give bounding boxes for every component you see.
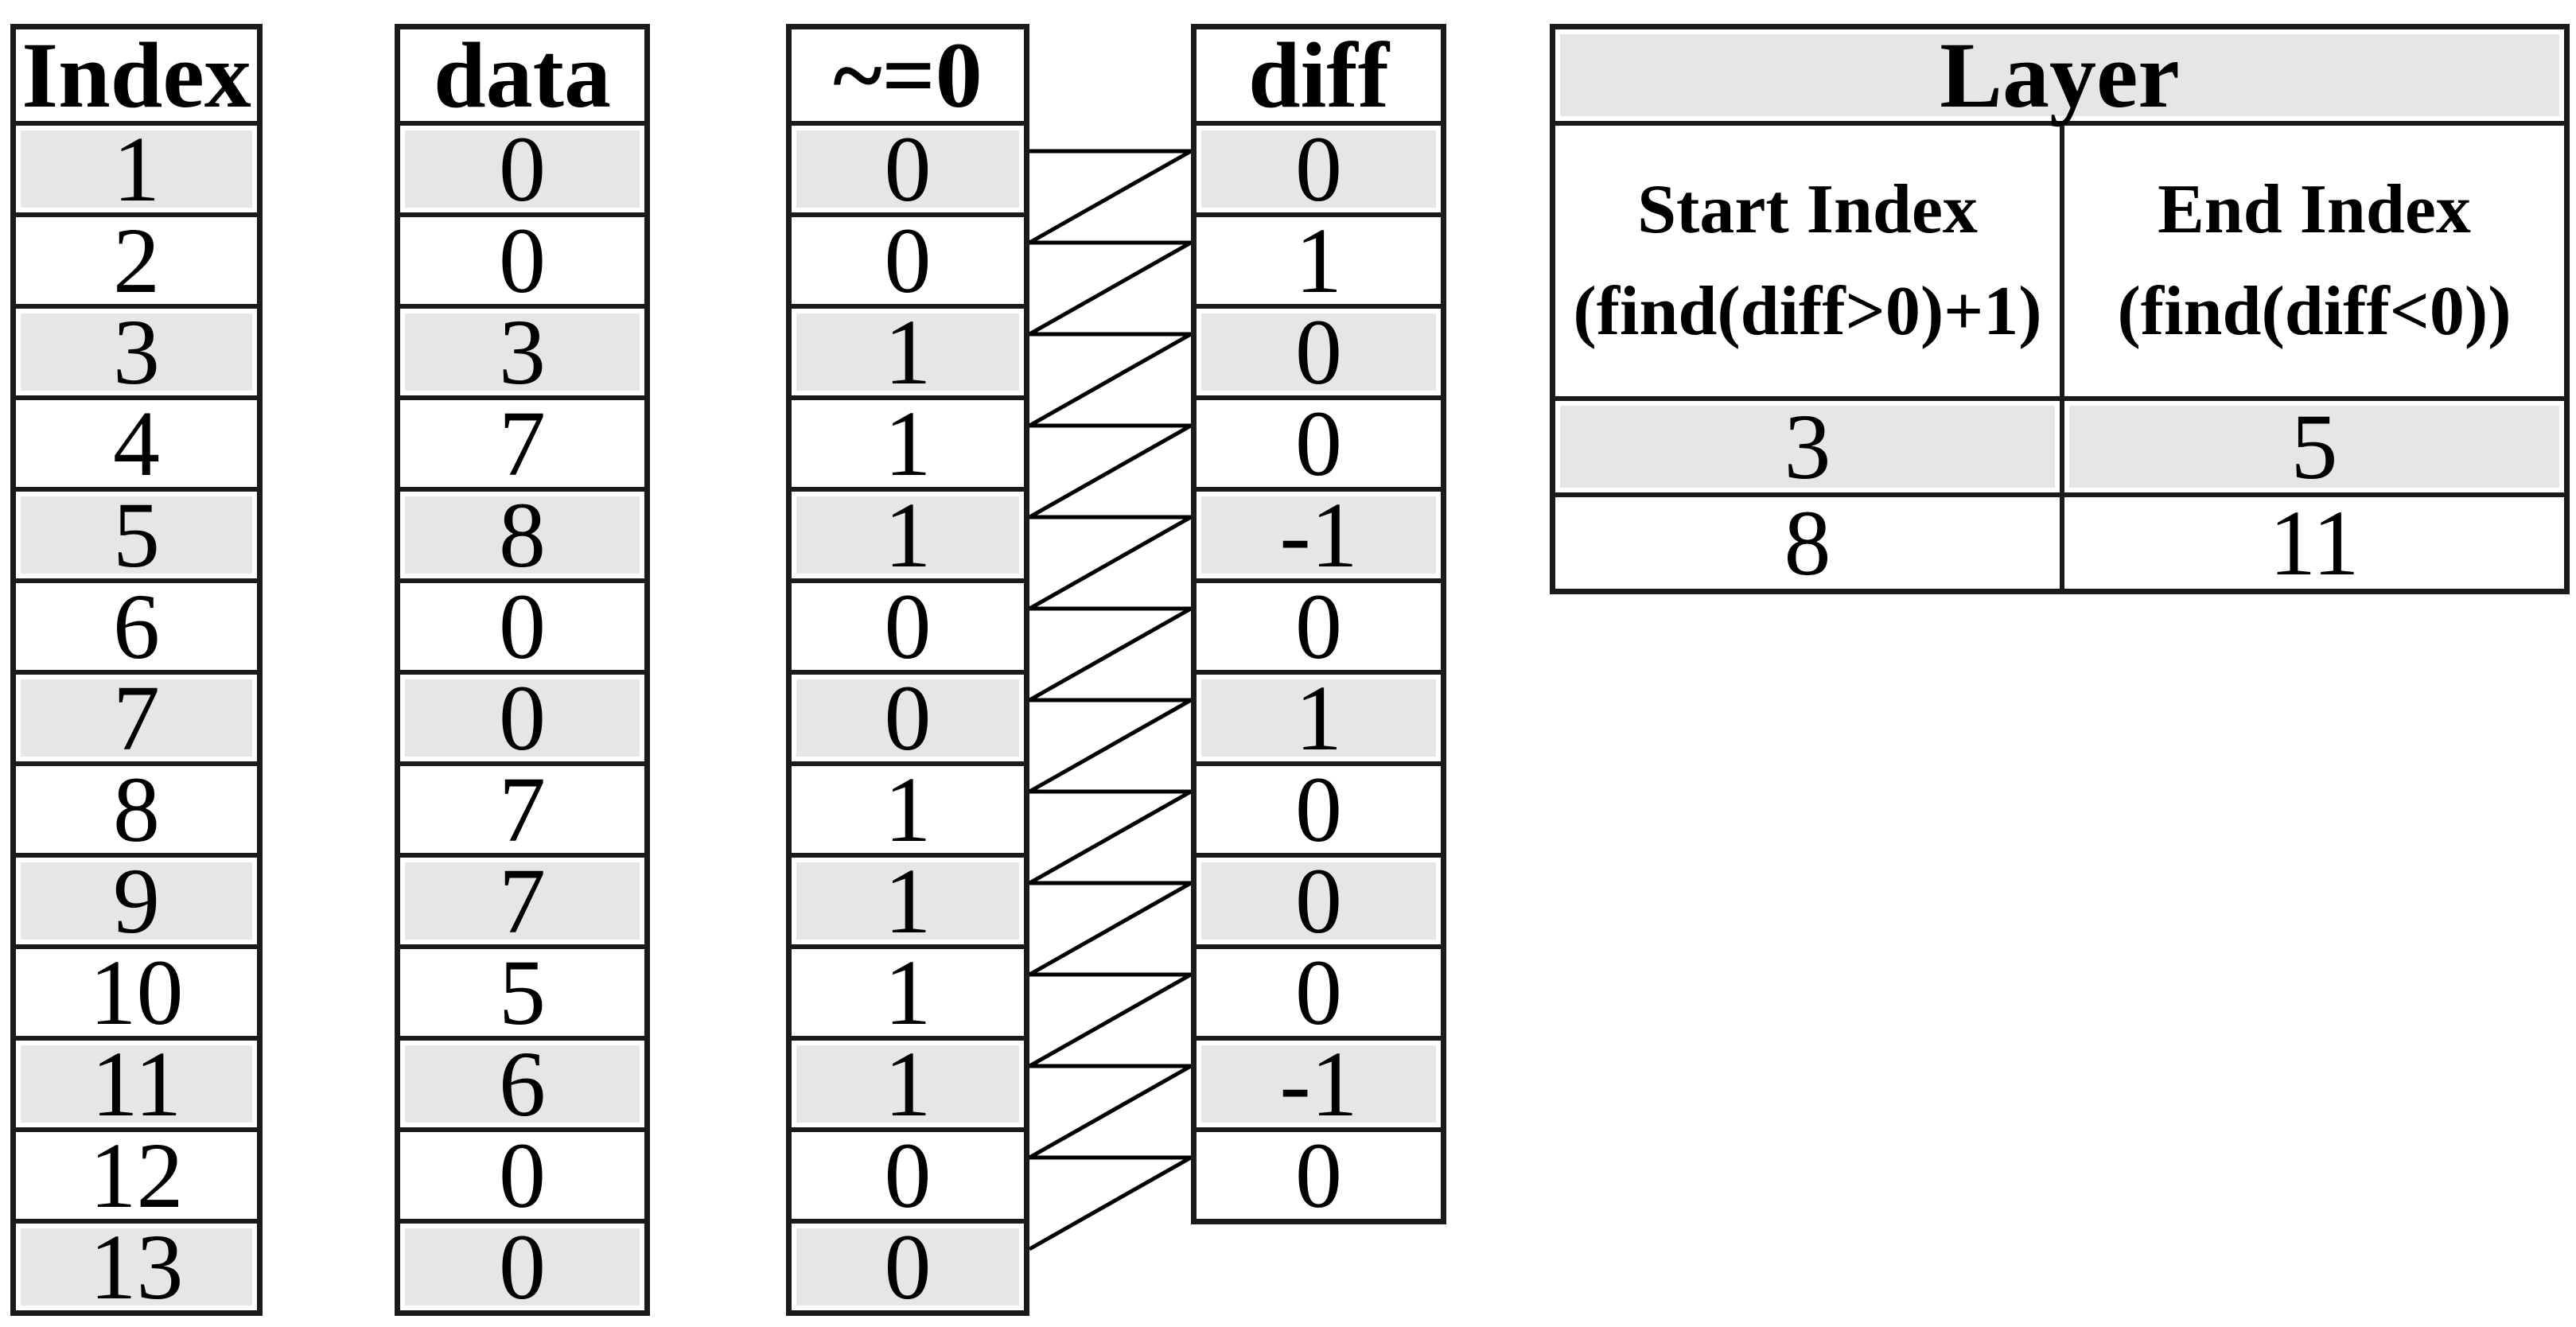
diff-table-rows: 0 1 0 0 -1 0 1 0 0 0 -1 0 [1197, 121, 1441, 1222]
layer-row: 8 11 [1555, 490, 2564, 595]
data-table: data 0 0 3 7 8 0 0 7 7 5 [395, 24, 650, 1316]
diff-cell: 0 [1197, 578, 1441, 673]
data-cell: 0 [400, 1127, 644, 1222]
index-table: Index 1 2 3 4 5 6 7 8 9 10 [10, 24, 263, 1316]
layer-table-column-headers: Start Index (find(diff>0)+1) End Index (… [1555, 121, 2564, 396]
not-equal-zero-cell: 0 [792, 1127, 1024, 1222]
not-equal-zero-cell: 0 [792, 578, 1024, 673]
layer-table-rows: 3 5 8 11 [1555, 396, 2564, 595]
index-cell: 11 [16, 1036, 257, 1130]
not-equal-zero-table-rows: 0 0 1 1 1 0 0 1 1 1 1 0 [792, 121, 1024, 1313]
diff-cell: 0 [1197, 853, 1441, 948]
layer-col-header-end-formula: (find(diff<0)) [2117, 273, 2512, 350]
not-equal-zero-table: ~=0 0 0 1 1 1 0 0 1 1 1 1 [786, 24, 1029, 1316]
diff-cell: 0 [1197, 304, 1441, 399]
not-equal-zero-cell: 1 [792, 1036, 1024, 1130]
data-cell: 0 [400, 121, 644, 216]
layer-table-title: Layer [1555, 28, 2564, 122]
layer-col-header-start-formula: (find(diff>0)+1) [1573, 273, 2042, 350]
data-table-rows: 0 0 3 7 8 0 0 7 7 5 6 0 [400, 121, 644, 1313]
layer-col-header-start-index: Start Index (find(diff>0)+1) [1555, 126, 2060, 396]
diff-table: diff 0 1 0 0 -1 0 1 0 0 0 [1191, 24, 1446, 1224]
diff-cell: 0 [1197, 1127, 1441, 1222]
data-cell: 6 [400, 1036, 644, 1130]
diff-table-header: diff [1248, 22, 1389, 127]
not-equal-zero-cell: 1 [792, 761, 1024, 856]
index-cell: 10 [16, 944, 257, 1039]
not-equal-zero-cell: 1 [792, 853, 1024, 948]
data-cell: 0 [400, 1219, 644, 1313]
not-equal-zero-cell: 0 [792, 1219, 1024, 1313]
not-equal-zero-cell: 0 [792, 670, 1024, 765]
layer-cell-start-index: 8 [1784, 490, 1831, 595]
data-cell: 7 [400, 761, 644, 856]
layer-col-header-end-title: End Index [2158, 171, 2471, 249]
index-cell: 2 [16, 212, 257, 307]
data-cell: 5 [400, 944, 644, 1039]
not-equal-zero-cell: 1 [792, 944, 1024, 1039]
data-cell: 0 [400, 578, 644, 673]
data-cell: 7 [400, 853, 644, 948]
index-table-rows: 1 2 3 4 5 6 7 8 9 10 11 12 [16, 121, 257, 1313]
diff-cell: -1 [1197, 487, 1441, 582]
diff-cell: 1 [1197, 670, 1441, 765]
diff-cell: 0 [1197, 761, 1441, 856]
data-cell: 8 [400, 487, 644, 582]
not-equal-zero-cell: 1 [792, 304, 1024, 399]
index-cell: 7 [16, 670, 257, 765]
diff-cell: 1 [1197, 212, 1441, 307]
diff-cell: 0 [1197, 395, 1441, 490]
index-cell: 8 [16, 761, 257, 856]
not-equal-zero-cell: 1 [792, 487, 1024, 582]
index-cell: 9 [16, 853, 257, 948]
layer-row: 3 5 [1555, 396, 2564, 493]
data-cell: 7 [400, 395, 644, 490]
index-cell: 5 [16, 487, 257, 582]
diff-cell: 0 [1197, 121, 1441, 216]
layer-col-header-start-title: Start Index [1637, 171, 1978, 249]
index-cell: 3 [16, 304, 257, 399]
index-cell: 6 [16, 578, 257, 673]
index-cell: 1 [16, 121, 257, 216]
layer-cell-end-index: 5 [2060, 399, 2564, 493]
not-equal-zero-table-header: ~=0 [833, 22, 983, 127]
data-cell: 0 [400, 670, 644, 765]
index-cell: 12 [16, 1127, 257, 1222]
not-equal-zero-cell: 0 [792, 121, 1024, 216]
index-table-header: Index [21, 22, 251, 127]
not-equal-zero-cell: 1 [792, 395, 1024, 490]
data-cell: 3 [400, 304, 644, 399]
not-equal-zero-cell: 0 [792, 212, 1024, 307]
diff-cell: -1 [1197, 1036, 1441, 1130]
layer-col-header-end-index: End Index (find(diff<0)) [2060, 126, 2564, 396]
data-table-header: data [434, 22, 611, 127]
layer-cell-start-index: 3 [1555, 399, 2060, 493]
layer-table: Layer Start Index (find(diff>0)+1) End I… [1550, 24, 2570, 594]
index-cell: 4 [16, 395, 257, 490]
index-cell: 13 [16, 1219, 257, 1313]
diff-cell: 0 [1197, 944, 1441, 1039]
data-cell: 0 [400, 212, 644, 307]
layer-cell-end-index: 11 [2060, 496, 2564, 590]
